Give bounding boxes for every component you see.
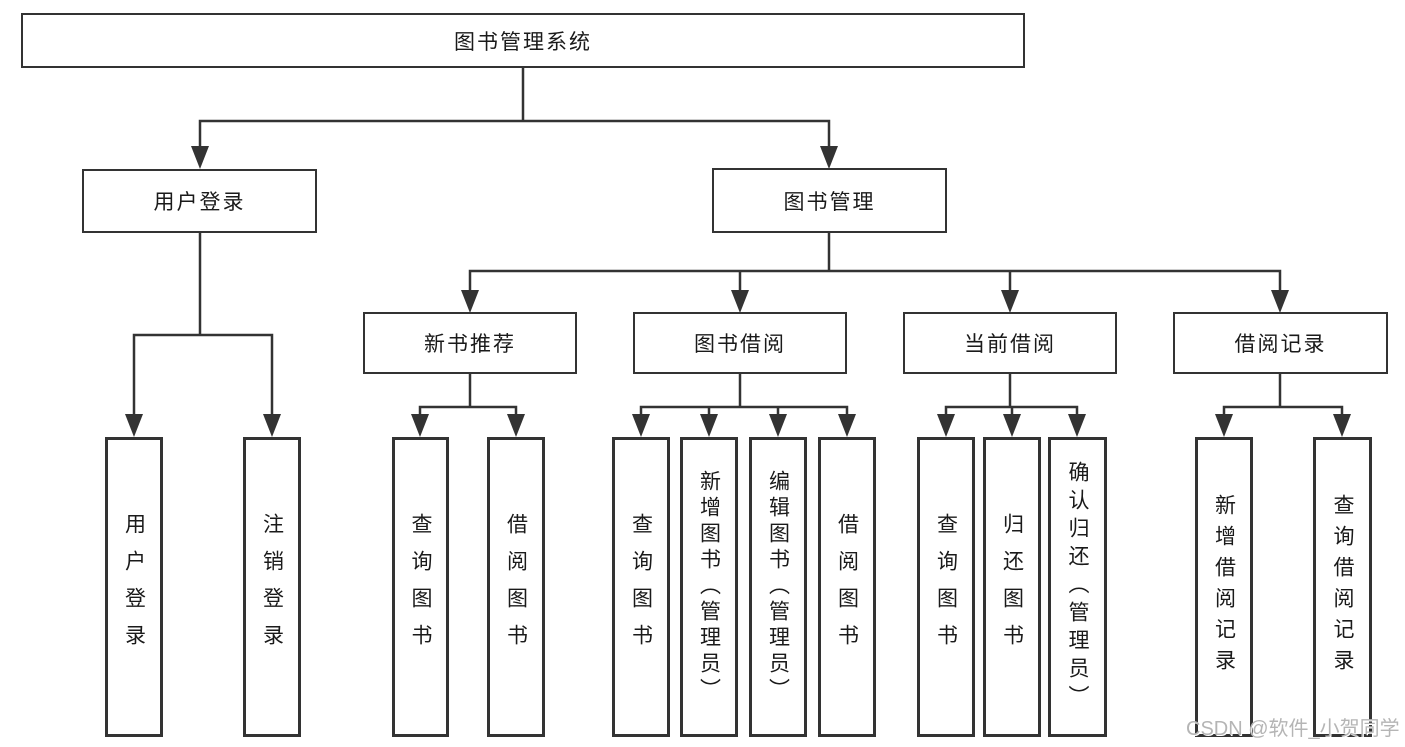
leaf-confirm-return-admin: 确认归还（管理员）: [1048, 437, 1107, 737]
node-label: 用户登录: [122, 513, 146, 661]
node-new-book-recommend: 新书推荐: [363, 312, 577, 374]
leaf-query-books-recommend: 查询图书: [392, 437, 449, 737]
node-label: 编辑图书（管理员）: [766, 470, 790, 704]
leaf-borrow-books-recommend: 借阅图书: [487, 437, 545, 737]
leaf-add-books-admin: 新增图书（管理员）: [680, 437, 738, 737]
leaf-logout-login: 注销登录: [243, 437, 301, 737]
connector-current-borrowing-children: [937, 374, 1086, 437]
node-label: 查询图书: [934, 513, 958, 661]
csdn-watermark: CSDN @软件_小贺同学: [1186, 718, 1400, 740]
leaf-borrow-books-borrowing: 借阅图书: [818, 437, 876, 737]
node-label: 图书借阅: [694, 333, 786, 356]
node-label: 借阅记录: [1234, 333, 1327, 356]
leaf-query-books-current: 查询图书: [917, 437, 975, 737]
node-label: 确认归还（管理员）: [1066, 461, 1089, 713]
leaf-query-borrow-record: 查询借阅记录: [1313, 437, 1372, 737]
node-label: 查询图书: [409, 513, 432, 661]
node-borrow-records: 借阅记录: [1173, 312, 1388, 374]
leaf-query-books-borrowing: 查询图书: [612, 437, 670, 737]
node-label: 用户登录: [153, 191, 246, 214]
node-user-login: 用户登录: [82, 169, 317, 233]
connector-root-to-level2: [191, 68, 838, 169]
connector-user-login-children: [125, 233, 281, 437]
connector-new-book-recommend-children: [411, 374, 525, 437]
node-label: 新增借阅记录: [1212, 494, 1236, 680]
connector-book-management-children: [461, 233, 1289, 313]
node-label: 图书管理: [783, 190, 876, 214]
node-label: 借阅图书: [835, 513, 859, 661]
node-label: 当前借阅: [964, 333, 1056, 356]
node-book-management: 图书管理: [712, 168, 947, 233]
node-root: 图书管理系统: [21, 13, 1025, 68]
node-label: 图书管理系统: [454, 30, 592, 54]
leaf-add-borrow-record: 新增借阅记录: [1195, 437, 1253, 737]
node-label: 查询借阅记录: [1331, 494, 1354, 680]
connector-borrow-records-children: [1215, 374, 1351, 437]
node-label: 归还图书: [1000, 513, 1024, 661]
node-current-borrowing: 当前借阅: [903, 312, 1117, 374]
leaf-return-books: 归还图书: [983, 437, 1041, 737]
leaf-user-login: 用户登录: [105, 437, 163, 737]
node-label: 查询图书: [629, 513, 653, 661]
leaf-edit-books-admin: 编辑图书（管理员）: [749, 437, 807, 737]
node-label: 注销登录: [260, 513, 284, 661]
node-label: 借阅图书: [504, 513, 528, 661]
node-label: 新增图书（管理员）: [697, 470, 721, 704]
node-book-borrowing: 图书借阅: [633, 312, 847, 374]
connector-book-borrowing-children: [632, 374, 856, 437]
node-label: 新书推荐: [424, 333, 516, 356]
